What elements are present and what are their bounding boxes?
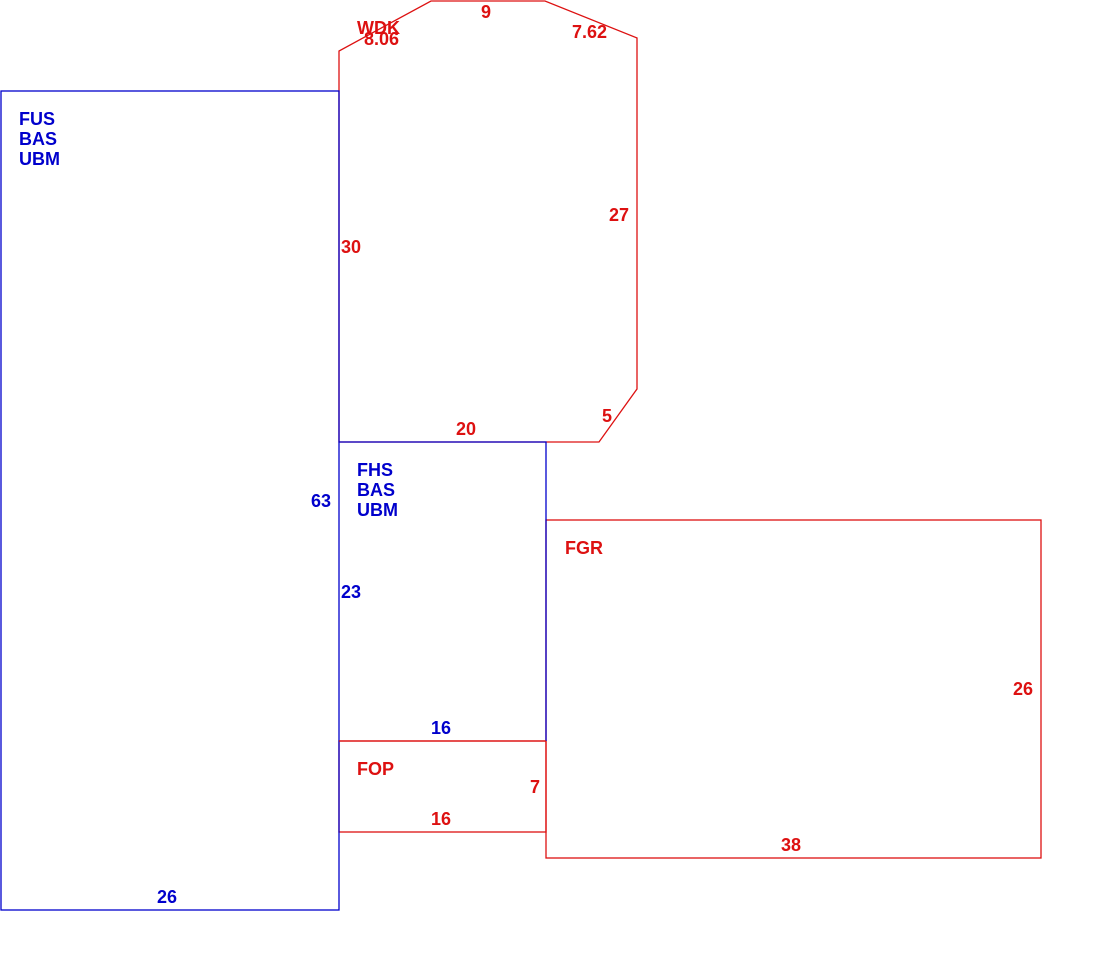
fus-outline	[0, 90, 340, 911]
dim-fop-bottom-width: 16	[431, 809, 451, 829]
wdk-label: WDK	[357, 18, 400, 38]
fhs-outline	[339, 441, 547, 741]
dim-fop-height: 7	[530, 777, 540, 797]
dim-fgr-bottom-width: 38	[781, 835, 801, 855]
fgr-label: FGR	[565, 538, 603, 558]
dim-fus-left-height: 63	[311, 491, 331, 511]
fhs-label-1: FHS	[357, 460, 393, 480]
dim-wdk-left-height: 30	[341, 237, 361, 257]
dim-wdk-bottom-width: 20	[456, 419, 476, 439]
dim-wdk-right-height: 27	[609, 205, 629, 225]
dim-wdk-corner-top-right: 7.62	[572, 22, 607, 42]
dim-wdk-top-width: 9	[481, 2, 491, 22]
wdk-outline	[338, 0, 638, 443]
dim-fus-bottom-width: 26	[157, 887, 177, 907]
dim-fhs-bottom-width: 16	[431, 718, 451, 738]
dim-fgr-right-height: 26	[1013, 679, 1033, 699]
fgr-outline	[545, 519, 1042, 859]
dim-wdk-corner-bottom-right: 5	[602, 406, 612, 426]
dim-fhs-height: 23	[341, 582, 361, 602]
fhs-label-2: BAS	[357, 480, 395, 500]
fus-label-3: UBM	[19, 149, 60, 169]
fus-label-1: FUS	[19, 109, 55, 129]
fhs-label-3: UBM	[357, 500, 398, 520]
fus-label-2: BAS	[19, 129, 57, 149]
fop-label: FOP	[357, 759, 394, 779]
dim-wdk-corner-top-left: 8.06	[364, 29, 399, 49]
